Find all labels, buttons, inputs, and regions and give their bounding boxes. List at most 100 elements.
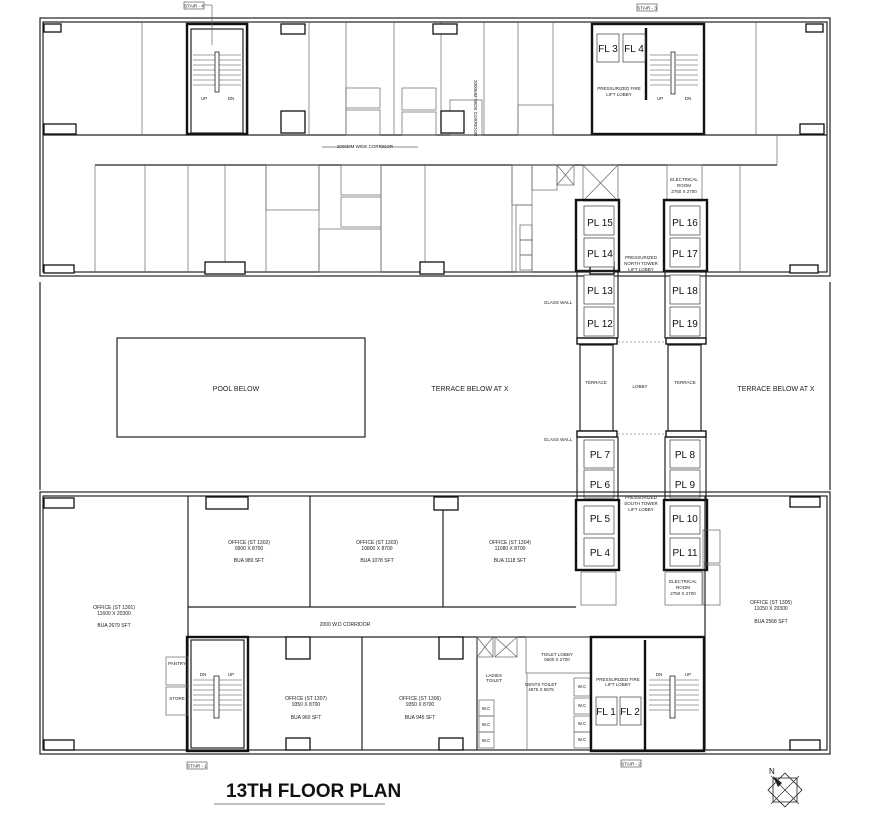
toilet-block: TOILET LOBBY 5500 X 2700 GENTS TOILET 49… [476, 636, 591, 750]
stair-up-mark: UP [685, 672, 691, 677]
office-name: OFFICE (ST 1302) [228, 540, 270, 546]
office-size: 9900 X 8700 [235, 546, 264, 552]
south-lobby-label-2: SOUTH TOWER [624, 501, 658, 506]
lift-pl12: PL 12 [587, 319, 613, 330]
south-lobby-label: PRESSURIZED [625, 495, 658, 500]
electrical-room-south-3: 2750 X 2700 [670, 591, 696, 596]
pool-outline [116, 337, 366, 438]
lift-pl5: PL 5 [590, 514, 611, 525]
office-name: OFFICE (ST 1301) [93, 605, 135, 611]
office-size: 11050 X 20300 [754, 606, 788, 612]
terrace-left-label: TERRACE BELOW AT X [431, 386, 508, 393]
wc-label: W.C [578, 684, 587, 689]
electrical-room-north-2: ROOM [677, 183, 691, 188]
lift-pl14: PL 14 [587, 249, 613, 260]
lift-pl13: PL 13 [587, 286, 613, 297]
south-lift-core: PL 7 PL 6 PL 5 PL 4 PL 8 PL 9 PL 10 PL 1… [574, 436, 721, 606]
office-size: 10800 X 8700 [361, 546, 392, 552]
stair-down-mark: DN [685, 96, 692, 101]
office-name: OFFICE (ST 1307) [285, 696, 327, 702]
ladies-toilet-label-2: TOILET [486, 678, 502, 683]
fire-lobby-label: PRESSURIZED FIRE [596, 677, 640, 682]
north-lobby-label-2: NORTH TOWER [624, 261, 659, 266]
office-name: OFFICE (ST 1303) [356, 540, 398, 546]
fire-lift-core-bottom: PRESSURIZED FIRE LIFT LOBBY FL 1 FL 2 DN… [589, 635, 706, 768]
lift-pl6: PL 6 [590, 480, 611, 491]
lift-pl15: PL 15 [587, 218, 613, 229]
north-lobby-label: PRESSURIZED [625, 255, 658, 260]
fire-lobby-label-2: LIFT LOBBY [605, 682, 630, 687]
stair-3-tag: STAIR - 3 [637, 6, 657, 11]
south-lobby-label-3: LIFT LOBBY [628, 507, 653, 512]
lift-fl4: FL 4 [624, 44, 644, 55]
stair-down-mark: DN [656, 672, 663, 677]
stair-4: UP DN STAIR - 4 [183, 1, 249, 136]
wc-label: W.C [482, 706, 491, 711]
electrical-room-north: ELECTRICAL [670, 177, 698, 182]
fire-lobby-label: PRESSURIZED FIRE [597, 86, 641, 91]
gents-toilet-label: GENTS TOILET [525, 682, 558, 687]
stair-1-tag: STAIR - 1 [187, 764, 207, 769]
vertical-corridor-label: 2000MM WIDE CORRIDOR [473, 80, 478, 137]
office-size: 9350 X 8700 [292, 702, 321, 708]
lift-pl19: PL 19 [672, 319, 698, 330]
stair-up-mark: UP [228, 672, 234, 677]
lift-pl10: PL 10 [672, 514, 698, 525]
stair-up-mark: UP [201, 96, 207, 101]
office-area: BUA 1118 SFT [494, 558, 527, 564]
office-area: BUA 960 SFT [291, 715, 322, 721]
electrical-room-south: ELECTRICAL [669, 579, 697, 584]
stair-1: DN UP STAIR - 1 [185, 635, 250, 770]
electrical-room-south-2: ROOM [676, 585, 690, 590]
lift-fl1: FL 1 [596, 707, 616, 718]
lift-pl17: PL 17 [672, 249, 698, 260]
north-wing: UP DN STAIR - 4 FL 3 FL 4 PRESSURIZED FI… [39, 1, 831, 277]
office-name: OFFICE (ST 1305) [750, 600, 792, 606]
fire-lift-core-top: FL 3 FL 4 PRESSURIZED FIRE LIFT LOBBY UP… [590, 3, 706, 136]
stair-4-tag: STAIR - 4 [184, 4, 204, 9]
lift-pl9: PL 9 [675, 480, 696, 491]
office-area: BUA 2679 SFT [97, 623, 130, 629]
stair-2-tag: STAIR - 2 [621, 762, 641, 767]
office-1301: OFFICE (ST 1301) 11600 X 20300 BUA 2679 … [93, 605, 135, 629]
lift-pl8: PL 8 [675, 450, 696, 461]
glass-wall-label: GLASS WALL [544, 300, 573, 305]
north-arrow-icon: N [767, 767, 803, 808]
lift-fl2: FL 2 [620, 707, 640, 718]
corridor-label: 2000 W.D CORRIDOR [320, 622, 371, 628]
office-1304: OFFICE (ST 1304) 11080 X 8700 BUA 1118 S… [489, 540, 531, 564]
office-size: 9350 X 8700 [406, 702, 435, 708]
south-wing: OFFICE (ST 1301) 11600 X 20300 BUA 2679 … [39, 491, 831, 770]
office-1302: OFFICE (ST 1302) 9900 X 8700 BUA 989 SFT [228, 540, 270, 564]
office-1303: OFFICE (ST 1303) 10800 X 8700 BUA 1078 S… [356, 540, 398, 564]
wc-label: W.C [578, 721, 587, 726]
terrace-small-right: TERRACE [674, 380, 696, 385]
terrace-small-left: TERRACE [585, 380, 607, 385]
glass-wall-label-2: GLASS WALL [544, 437, 573, 442]
lift-fl3: FL 3 [598, 44, 618, 55]
toilet-lobby-size: 5500 X 2700 [544, 657, 570, 662]
stair-down-mark: DN [228, 96, 235, 101]
stair-down-mark: DN [200, 672, 207, 677]
pool-label: POOL BELOW [213, 386, 260, 393]
wc-label: W.C [578, 737, 587, 742]
office-1305: OFFICE (ST 1305) 11050 X 20300 BUA 2568 … [750, 600, 792, 625]
office-1306: OFFICE (ST 1306) 9350 X 8700 BUA 945 SFT [399, 696, 441, 721]
office-1307: OFFICE (ST 1307) 9350 X 8700 BUA 960 SFT [285, 696, 327, 721]
store-label: STORE [169, 696, 184, 701]
central-terrace: POOL BELOW TERRACE BELOW AT X TERRACE BE… [39, 282, 831, 490]
north-lift-core: PL 15 PL 14 PL 13 PL 12 PL 16 PL 17 PL 1… [574, 198, 709, 339]
lift-pl18: PL 18 [672, 286, 698, 297]
top-corridor-label: 2000MM WIDE CORRIDOR [337, 144, 394, 149]
lift-pl4: PL 4 [590, 548, 611, 559]
wc-label: W.C [578, 703, 587, 708]
office-area: BUA 1078 SFT [360, 558, 393, 564]
wc-label: W.C [482, 722, 491, 727]
fire-lobby-label-2: LIFT LOBBY [606, 92, 631, 97]
lift-pl16: PL 16 [672, 218, 698, 229]
gents-toilet-size: 4975 X 5575 [528, 687, 554, 692]
north-label: N [769, 767, 775, 776]
ladies-toilet-label: LADIES [486, 673, 502, 678]
toilet-lobby-label: TOILET LOBBY [541, 652, 573, 657]
